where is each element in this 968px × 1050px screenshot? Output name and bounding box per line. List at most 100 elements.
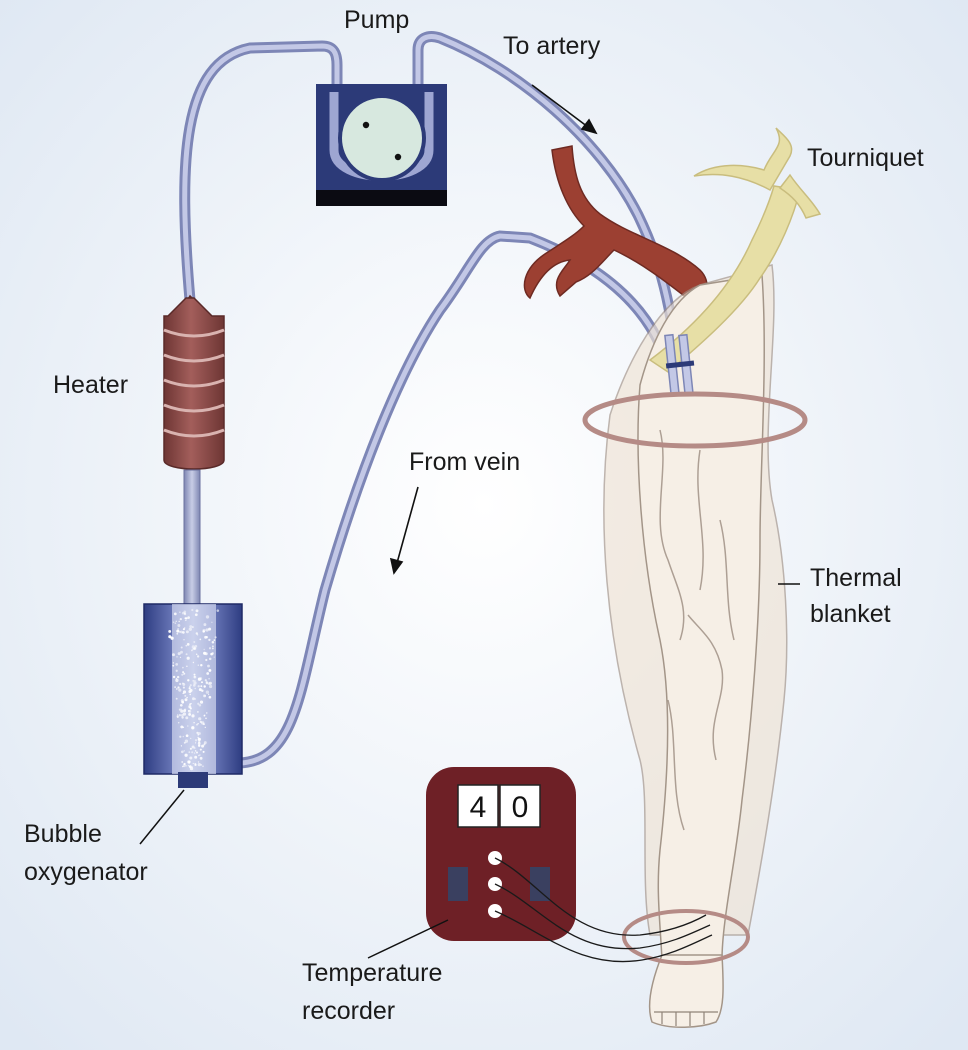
bubble <box>208 627 212 631</box>
bubble <box>175 688 178 690</box>
bubble <box>178 688 182 692</box>
bubble <box>174 686 176 688</box>
thermal-blanket-bottom-band <box>622 909 750 965</box>
bubble <box>200 685 203 687</box>
bubble <box>197 737 201 742</box>
bubble <box>198 704 202 707</box>
bubble <box>204 695 206 697</box>
bubble <box>177 714 179 716</box>
bubble <box>191 645 196 649</box>
bubble <box>191 649 193 651</box>
bubble <box>180 630 183 634</box>
bubble <box>201 681 203 684</box>
bubble <box>189 766 194 771</box>
bubble <box>188 751 191 753</box>
bubble <box>196 731 199 735</box>
label-from-vein: From vein <box>409 448 520 476</box>
bubble <box>197 736 199 739</box>
bubble <box>208 657 212 661</box>
bubble <box>204 635 208 639</box>
bubble <box>193 641 196 643</box>
bubble <box>172 621 175 623</box>
bubble <box>172 664 175 667</box>
bubble <box>213 639 216 641</box>
bubble <box>191 751 194 754</box>
bubble <box>199 700 204 704</box>
bubble <box>203 741 207 745</box>
label-pump: Pump <box>344 6 409 34</box>
bubble <box>216 609 220 612</box>
bubble <box>188 627 192 631</box>
bubble <box>199 754 201 756</box>
leader-bubble-oxygenator <box>139 789 185 845</box>
bubble <box>183 762 186 766</box>
bubble <box>207 693 210 696</box>
bubble <box>181 700 185 704</box>
display-digit-2-box <box>499 784 541 828</box>
bubble <box>177 628 180 630</box>
bubble <box>177 721 180 724</box>
bubble <box>181 673 184 676</box>
bubble <box>184 698 188 702</box>
bubble <box>185 653 188 656</box>
bubble <box>191 608 194 612</box>
label-heater: Heater <box>53 371 128 399</box>
bubble <box>195 632 198 635</box>
bubble <box>208 684 213 689</box>
bubble <box>206 672 210 675</box>
bubble <box>197 723 199 725</box>
bubble <box>182 735 185 738</box>
bubble <box>192 684 196 687</box>
recorder-slot-left <box>448 867 468 901</box>
bubbles <box>168 608 220 771</box>
bubble <box>201 744 205 748</box>
bubble <box>211 621 213 623</box>
bubble <box>197 744 201 747</box>
bubble <box>202 630 205 633</box>
bubble <box>199 677 203 681</box>
bubble <box>176 632 179 635</box>
bubble <box>175 678 179 683</box>
bubble <box>194 742 197 744</box>
bubble <box>189 756 193 760</box>
bubble <box>183 750 185 752</box>
bubble <box>212 647 214 650</box>
bubble <box>185 716 189 720</box>
label-thermal-blanket-1: Thermal <box>810 564 902 592</box>
display-digit-2: 0 <box>512 791 529 824</box>
bubble <box>189 625 193 628</box>
bubble <box>188 706 190 709</box>
bubble <box>184 619 187 622</box>
bubble <box>213 656 215 658</box>
bubble <box>198 688 202 692</box>
bubble <box>186 656 190 660</box>
bubble <box>185 765 188 767</box>
bubble <box>176 675 180 679</box>
bubble <box>194 763 197 767</box>
arrow-to-artery <box>531 84 598 135</box>
label-bubble-oxygenator-1: Bubble <box>24 820 102 848</box>
bubble <box>188 712 192 716</box>
label-to-artery: To artery <box>503 32 601 60</box>
bubble <box>177 624 181 627</box>
bubble <box>198 754 200 757</box>
bubble <box>189 707 192 710</box>
pump-rotor <box>338 94 426 182</box>
arrow-from-vein <box>389 486 419 575</box>
bubble <box>187 764 190 767</box>
bubble <box>184 612 186 614</box>
foot <box>648 954 724 1029</box>
bubble <box>205 658 208 662</box>
bubble <box>194 750 197 752</box>
bubble <box>205 717 207 720</box>
bubble <box>197 742 201 745</box>
bubble <box>194 645 198 648</box>
bubble <box>176 715 179 718</box>
bubble <box>180 646 183 649</box>
bubble <box>203 714 206 717</box>
bubble <box>192 697 195 701</box>
bubble <box>211 652 214 655</box>
bubble <box>187 616 190 619</box>
bubble <box>175 678 178 680</box>
